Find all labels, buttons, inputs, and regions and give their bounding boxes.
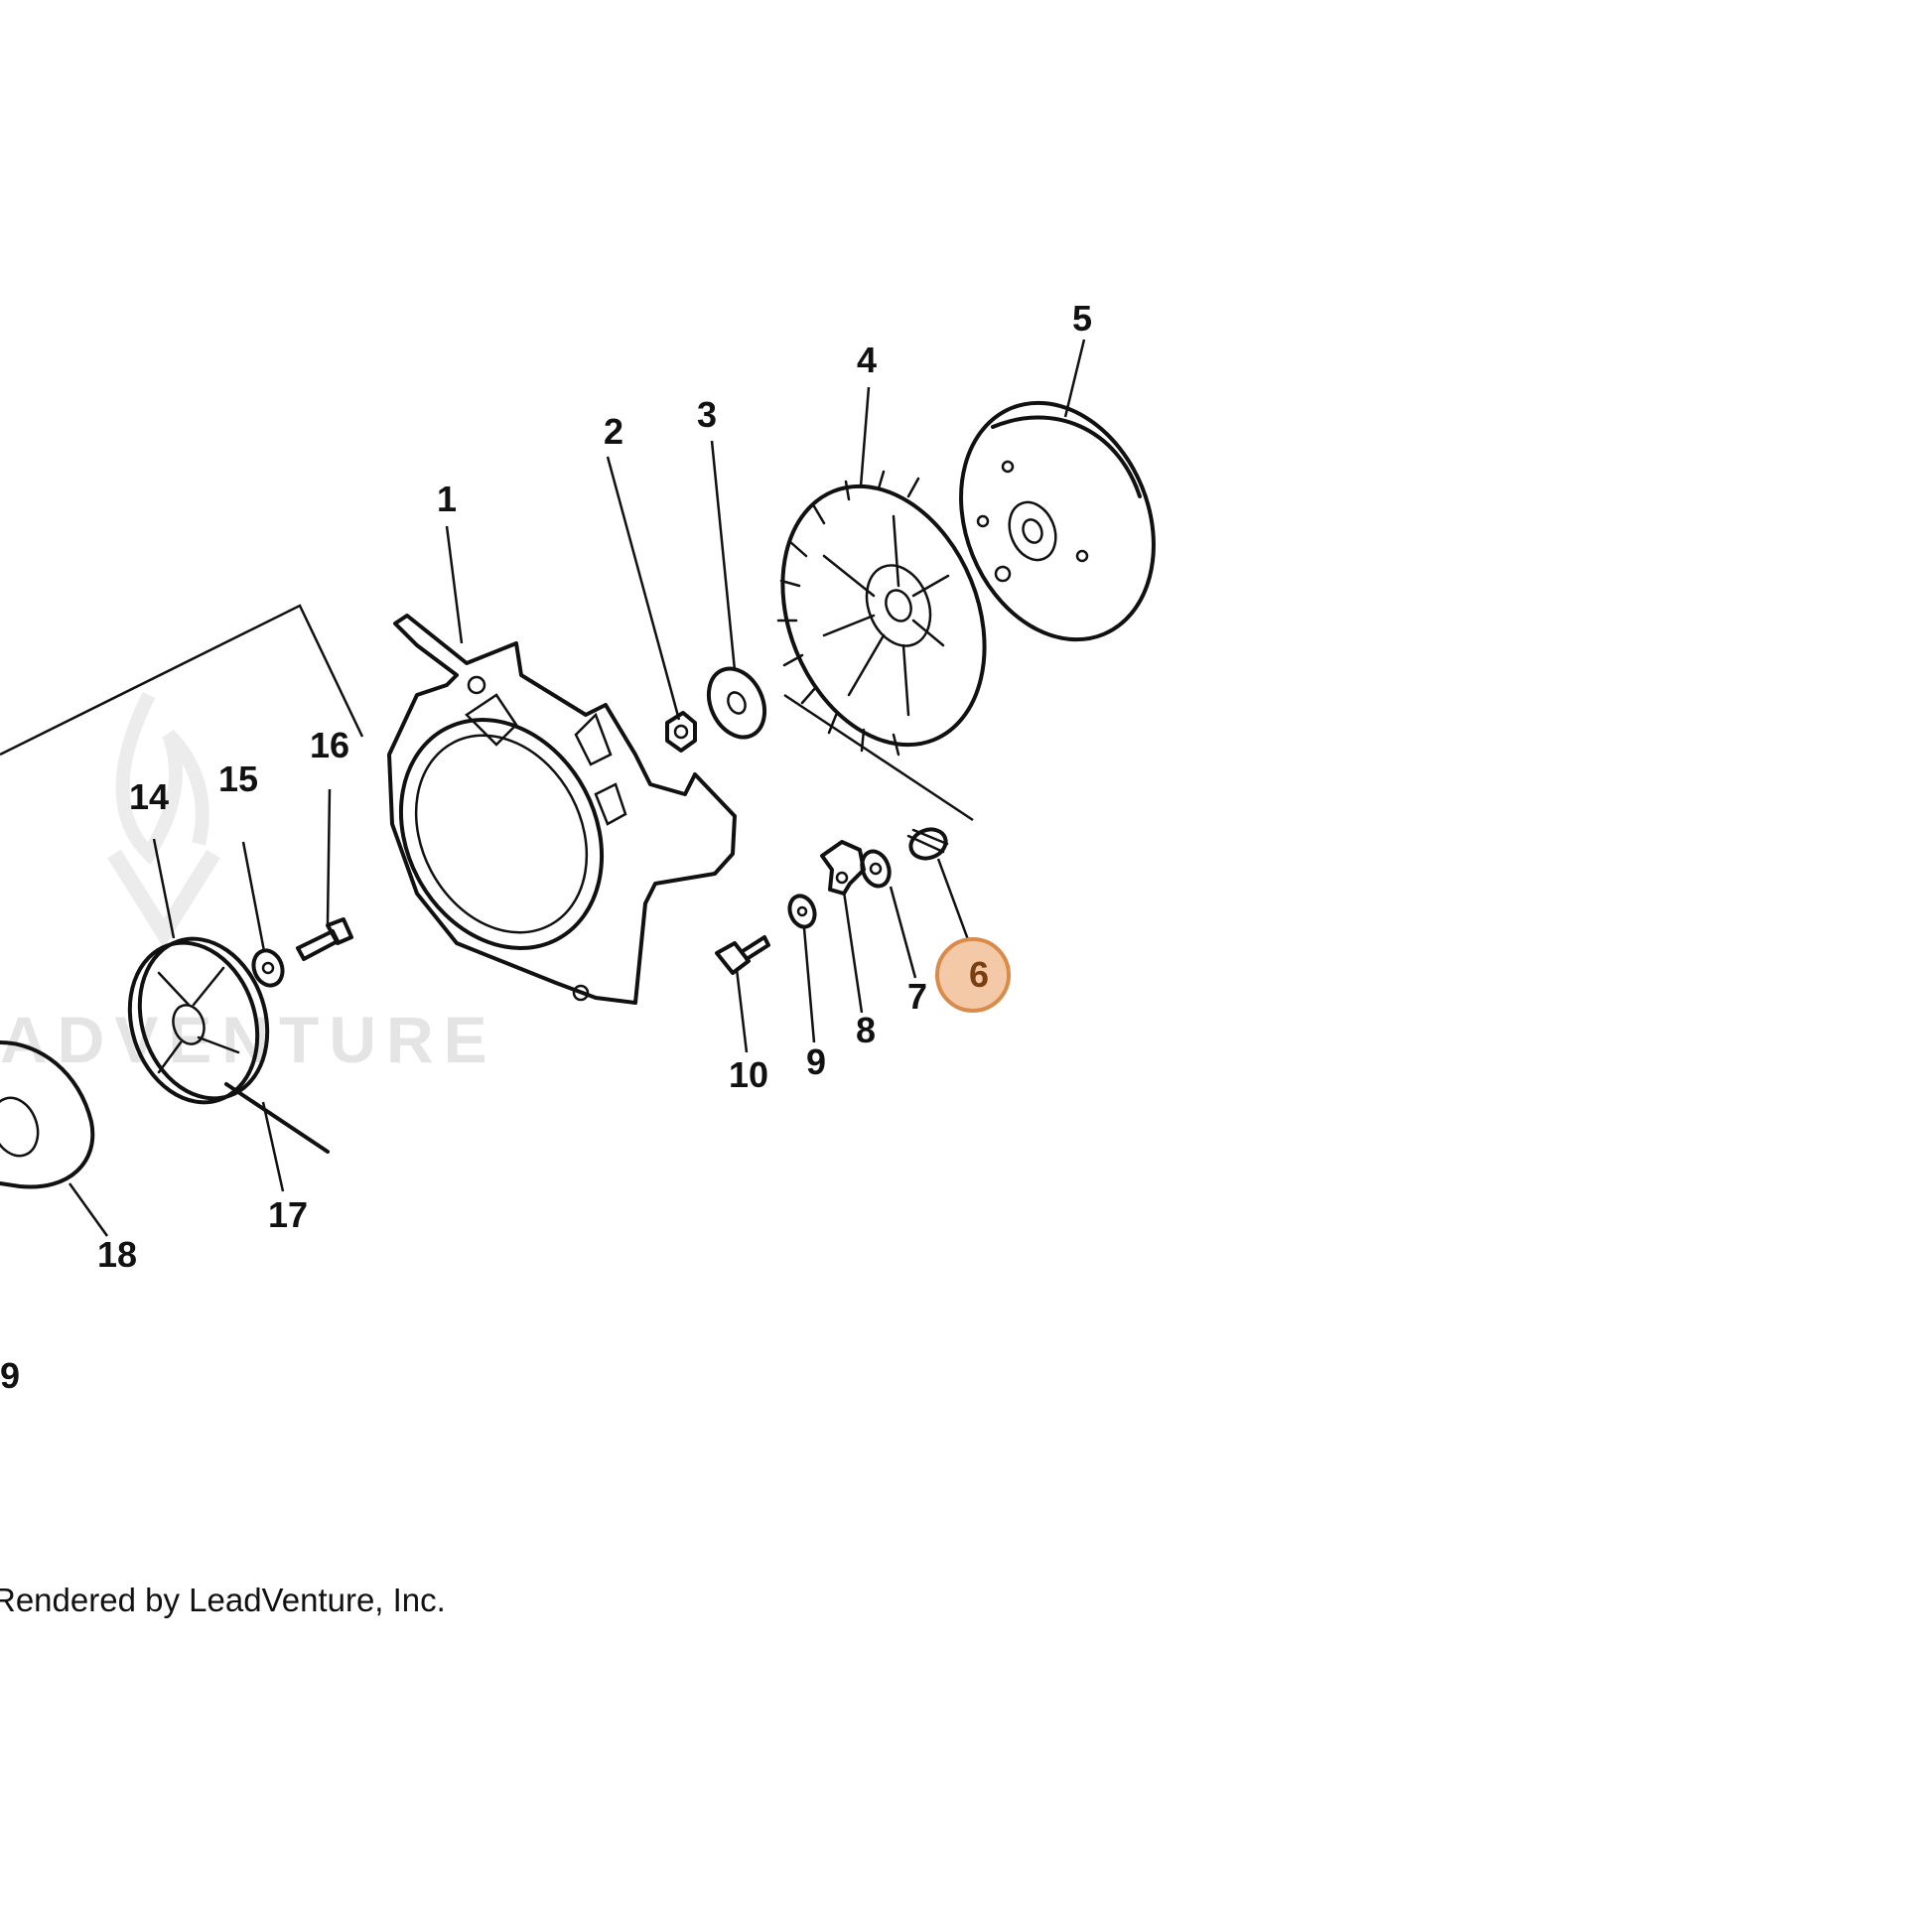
callout-2[interactable]: 2 [604, 411, 623, 452]
credit-text: Rendered by LeadVenture, Inc. [0, 1582, 446, 1618]
callout-1[interactable]: 1 [437, 479, 457, 519]
callout-4[interactable]: 4 [857, 340, 877, 380]
watermark-text: ADVENTURE [0, 1003, 497, 1076]
spring[interactable] [906, 825, 949, 864]
flywheel-cover[interactable] [927, 373, 1188, 668]
callout-8[interactable]: 8 [856, 1010, 876, 1050]
small-washer[interactable] [858, 848, 895, 891]
callout-14[interactable]: 14 [129, 776, 169, 817]
callout-10[interactable]: 10 [729, 1054, 768, 1095]
pulley-washer[interactable] [249, 946, 288, 989]
callout-17[interactable]: 17 [268, 1194, 308, 1235]
callouts: 1 2 3 4 5 6 7 8 9 10 14 15 16 17 18 9 [0, 298, 1092, 1396]
callout-7[interactable]: 7 [907, 976, 927, 1017]
starter-pulley[interactable] [110, 922, 288, 1119]
spring-case[interactable] [0, 1040, 95, 1189]
assembly-bracket [0, 604, 974, 822]
callout-15[interactable]: 15 [218, 759, 258, 799]
callout-18[interactable]: 18 [97, 1234, 137, 1275]
watermark: ADVENTURE [0, 691, 497, 1076]
callout-3[interactable]: 3 [697, 394, 717, 435]
fan-housing[interactable] [362, 614, 737, 1005]
callout-6-highlight [935, 937, 1011, 1013]
pulley-bolt[interactable] [296, 917, 353, 961]
starter-rope[interactable] [224, 1082, 330, 1154]
nut[interactable] [665, 711, 697, 753]
flywheel[interactable] [746, 456, 1021, 775]
washer-9[interactable] [785, 893, 818, 930]
callout-5[interactable]: 5 [1072, 298, 1092, 339]
callout-9[interactable]: 9 [806, 1041, 826, 1082]
callout-6[interactable]: 6 [969, 954, 989, 995]
leader-lines [68, 339, 1086, 1237]
callout-19[interactable]: 9 [0, 1355, 20, 1396]
pawl-screw[interactable] [715, 935, 770, 975]
pawl[interactable] [820, 840, 866, 896]
callout-16[interactable]: 16 [310, 725, 349, 765]
washer[interactable] [698, 659, 775, 746]
